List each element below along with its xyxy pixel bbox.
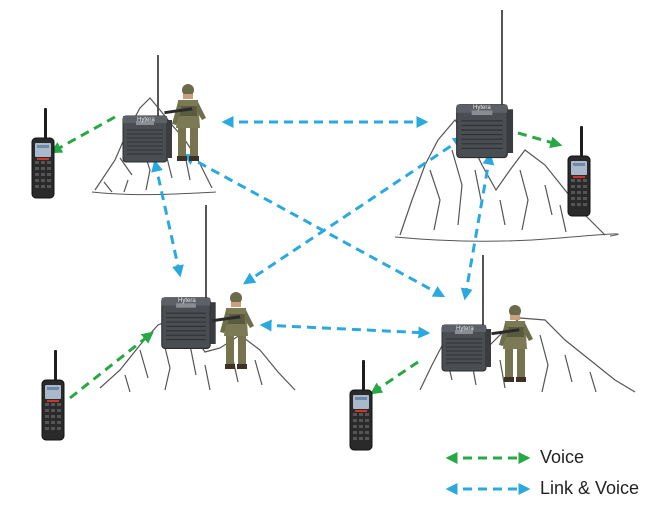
soldier-bottom-right [491, 305, 533, 382]
link-site-bottom-right-to-radio-bottom-right [370, 360, 419, 395]
handheld-radio-bottom-right[interactable] [349, 359, 373, 451]
link-site-bottom-left-to-site-bottom-right [259, 319, 431, 339]
repeater-top-right[interactable] [456, 104, 514, 159]
legend-voice-label: Voice [540, 447, 585, 467]
brand-label-top-left: Hytera [137, 117, 155, 123]
link-site-top-left-to-site-bottom-left [151, 159, 184, 278]
repeater-bottom-left[interactable] [161, 297, 217, 349]
brand-label-bottom-right: Hytera [456, 326, 474, 332]
link-radio-bottom-left-to-site-bottom-left [69, 331, 154, 400]
link-site-top-right-to-site-bottom-left [243, 136, 465, 285]
handheld-radio-bottom-left[interactable] [41, 349, 65, 441]
link-site-top-left-to-site-bottom-right [182, 153, 446, 298]
link-site-top-right-to-site-bottom-right [460, 152, 495, 301]
handheld-radio-top-right[interactable] [567, 125, 591, 217]
brand-label-bottom-left: Hytera [178, 298, 196, 304]
legend-link-voice-label: Link & Voice [540, 478, 640, 498]
soldier-bottom-left [212, 292, 254, 369]
links-layer [49, 115, 563, 400]
brand-label-top-right: Hytera [473, 105, 491, 111]
link-site-top-right-to-radio-top-right [517, 131, 563, 149]
legend [445, 452, 531, 495]
link-site-top-left-to-radio-top-left [49, 115, 116, 154]
handheld-radio-top-left[interactable] [31, 107, 55, 199]
antennas [157, 10, 503, 330]
